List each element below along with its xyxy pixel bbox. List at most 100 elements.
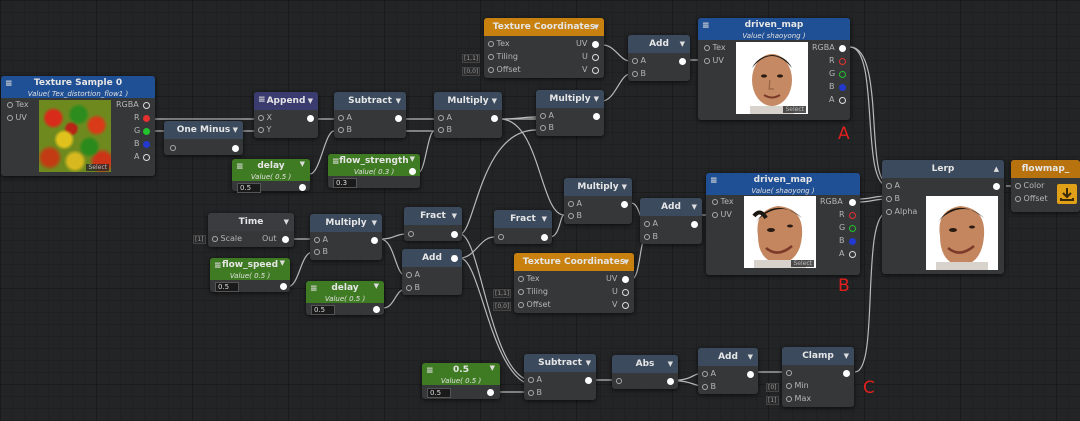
input-port-tiling[interactable]: Tiling xyxy=(518,287,548,297)
dropdown-arrow-icon[interactable]: ▼ xyxy=(307,97,313,105)
output-port[interactable] xyxy=(491,115,498,122)
dropdown-arrow-icon[interactable]: ▼ xyxy=(541,215,547,223)
select-button[interactable]: Select xyxy=(783,106,806,113)
hamburger-icon[interactable]: ≡ xyxy=(332,157,340,167)
add-node[interactable]: Add▼ A B xyxy=(402,249,462,295)
input-port-uv[interactable]: UV xyxy=(7,113,27,123)
hamburger-icon[interactable]: ≡ xyxy=(214,261,222,271)
output-port-g[interactable] xyxy=(849,225,856,232)
input-port-a[interactable]: A xyxy=(314,235,328,245)
dropdown-arrow-icon[interactable]: ▼ xyxy=(593,23,599,31)
output-port[interactable] xyxy=(667,378,674,385)
subtract-node[interactable]: Subtract▼ A B xyxy=(524,354,596,400)
output-port-uv[interactable] xyxy=(622,276,629,283)
input-port-tex[interactable]: Tex xyxy=(704,43,726,53)
texture-coordinates-node[interactable]: Texture Coordinates▼ Tex Tiling Offset U… xyxy=(514,253,634,313)
output-port-g[interactable] xyxy=(839,71,846,78)
dropdown-arrow-icon[interactable]: ▼ xyxy=(679,40,685,48)
node-header[interactable]: Add▼ xyxy=(628,35,690,53)
clamp-node[interactable]: Clamp▼ Min Max xyxy=(782,347,854,407)
output-port-rgba[interactable] xyxy=(839,45,846,52)
node-header[interactable]: ≡delay▼Value( 0.5 ) xyxy=(306,281,384,303)
dropdown-arrow-icon[interactable]: ▼ xyxy=(395,97,401,105)
multiply-node[interactable]: Multiply▼ A B xyxy=(536,90,604,136)
subtract-node[interactable]: Subtract▼ A B xyxy=(334,92,406,138)
input-port-color[interactable]: Color xyxy=(1015,181,1044,191)
fract-node[interactable]: Fract▼ xyxy=(404,207,462,241)
input-port-b[interactable]: B xyxy=(406,283,420,293)
input-port-tex[interactable]: Tex xyxy=(712,197,734,207)
output-port-u[interactable] xyxy=(622,289,629,296)
delay-property-node[interactable]: ≡delay▼Value( 0.5 ) 0.5 xyxy=(306,281,384,315)
input-port-b[interactable]: B xyxy=(438,125,452,135)
node-header[interactable]: Multiply▼ xyxy=(310,214,382,232)
value-field[interactable]: 0.5 xyxy=(237,183,261,193)
input-port-a[interactable]: A xyxy=(540,111,554,121)
node-header[interactable]: Time▼ xyxy=(208,213,294,231)
output-port[interactable] xyxy=(593,113,600,120)
input-port-tiling[interactable]: Tiling xyxy=(488,52,518,62)
output-port[interactable] xyxy=(747,371,754,378)
input-port-min[interactable]: Min xyxy=(786,381,809,391)
input-port-a[interactable]: A xyxy=(632,56,646,66)
input-port-b[interactable]: B xyxy=(702,382,716,392)
input-port-a[interactable]: A xyxy=(568,199,582,209)
multiply-node[interactable]: Multiply▼ A B xyxy=(434,92,502,138)
input-port-a[interactable]: A xyxy=(702,369,716,379)
input-port[interactable] xyxy=(170,143,176,153)
input-port-y[interactable]: Y xyxy=(258,125,271,135)
input-port-a[interactable]: A xyxy=(528,375,542,385)
node-header[interactable]: ≡Append▼ xyxy=(254,92,318,110)
input-port-offset[interactable]: Offset xyxy=(1015,194,1048,204)
input-port-b[interactable]: B xyxy=(632,69,646,79)
dropdown-arrow-icon[interactable]: ▼ xyxy=(491,97,497,105)
output-port[interactable] xyxy=(843,370,850,377)
input-port-offset[interactable]: Offset xyxy=(518,300,551,310)
flow-speed-property-node[interactable]: ≡flow_speed▼Value( 0.5 ) 0.5 xyxy=(210,258,290,292)
hamburger-icon[interactable]: ≡ xyxy=(310,284,318,294)
input-port-a[interactable]: A xyxy=(338,113,352,123)
value-field[interactable]: 0.3 xyxy=(333,178,357,188)
node-header[interactable]: Multiply▼ xyxy=(434,92,502,110)
hamburger-icon[interactable]: ≡ xyxy=(5,79,13,89)
node-header[interactable]: Add▼ xyxy=(698,348,758,366)
select-button[interactable]: Select xyxy=(86,164,109,171)
node-header[interactable]: ≡delay▼Value( 0.5 ) xyxy=(232,159,310,181)
input-port-a[interactable]: A xyxy=(644,219,658,229)
input-port-alpha[interactable]: Alpha xyxy=(886,207,917,217)
output-port-b[interactable] xyxy=(849,238,856,245)
dropdown-arrow-icon[interactable]: ▼ xyxy=(373,282,379,290)
flow-strength-property-node[interactable]: ≡flow_strength▼Value( 0.3 ) 0.3 xyxy=(328,154,420,188)
input-port-b[interactable]: B xyxy=(314,247,328,257)
output-port-r[interactable] xyxy=(839,58,846,65)
value-field[interactable]: 0.5 xyxy=(427,388,451,398)
node-header[interactable]: One Minus▼ xyxy=(164,121,243,139)
output-port[interactable] xyxy=(373,306,380,313)
input-port-tex[interactable]: Tex xyxy=(7,100,29,110)
dropdown-arrow-icon[interactable]: ▼ xyxy=(621,183,627,191)
output-port[interactable] xyxy=(451,255,458,262)
input-port-tex[interactable]: Tex xyxy=(488,39,510,49)
dropdown-arrow-icon[interactable]: ▼ xyxy=(667,360,673,368)
output-port[interactable] xyxy=(409,168,416,175)
input-port-b[interactable]: B xyxy=(338,125,352,135)
hamburger-icon[interactable]: ≡ xyxy=(426,366,434,376)
node-header[interactable]: Clamp▼ xyxy=(782,347,854,365)
dropdown-arrow-icon[interactable]: ▼ xyxy=(691,203,697,211)
multiply-node[interactable]: Multiply▼ A B xyxy=(310,214,382,260)
input-port-a[interactable]: A xyxy=(406,270,420,280)
output-port-g[interactable] xyxy=(143,128,150,135)
node-header[interactable]: Multiply▼ xyxy=(536,90,604,108)
input-port-uv[interactable]: UV xyxy=(704,56,724,66)
output-port[interactable] xyxy=(371,237,378,244)
node-header[interactable]: ≡0.5▼Value( 0.5 ) xyxy=(422,363,500,385)
time-node[interactable]: Time▼ Scale Out xyxy=(208,213,294,247)
texture-coordinates-node[interactable]: Texture Coordinates▼ Tex Tiling Offset U… xyxy=(484,18,604,78)
fract-node[interactable]: Fract▼ xyxy=(494,210,552,244)
input-port-uv[interactable]: UV xyxy=(712,210,732,220)
add-node[interactable]: Add▼ A B xyxy=(698,348,758,394)
hamburger-icon[interactable]: ≡ xyxy=(710,176,718,186)
